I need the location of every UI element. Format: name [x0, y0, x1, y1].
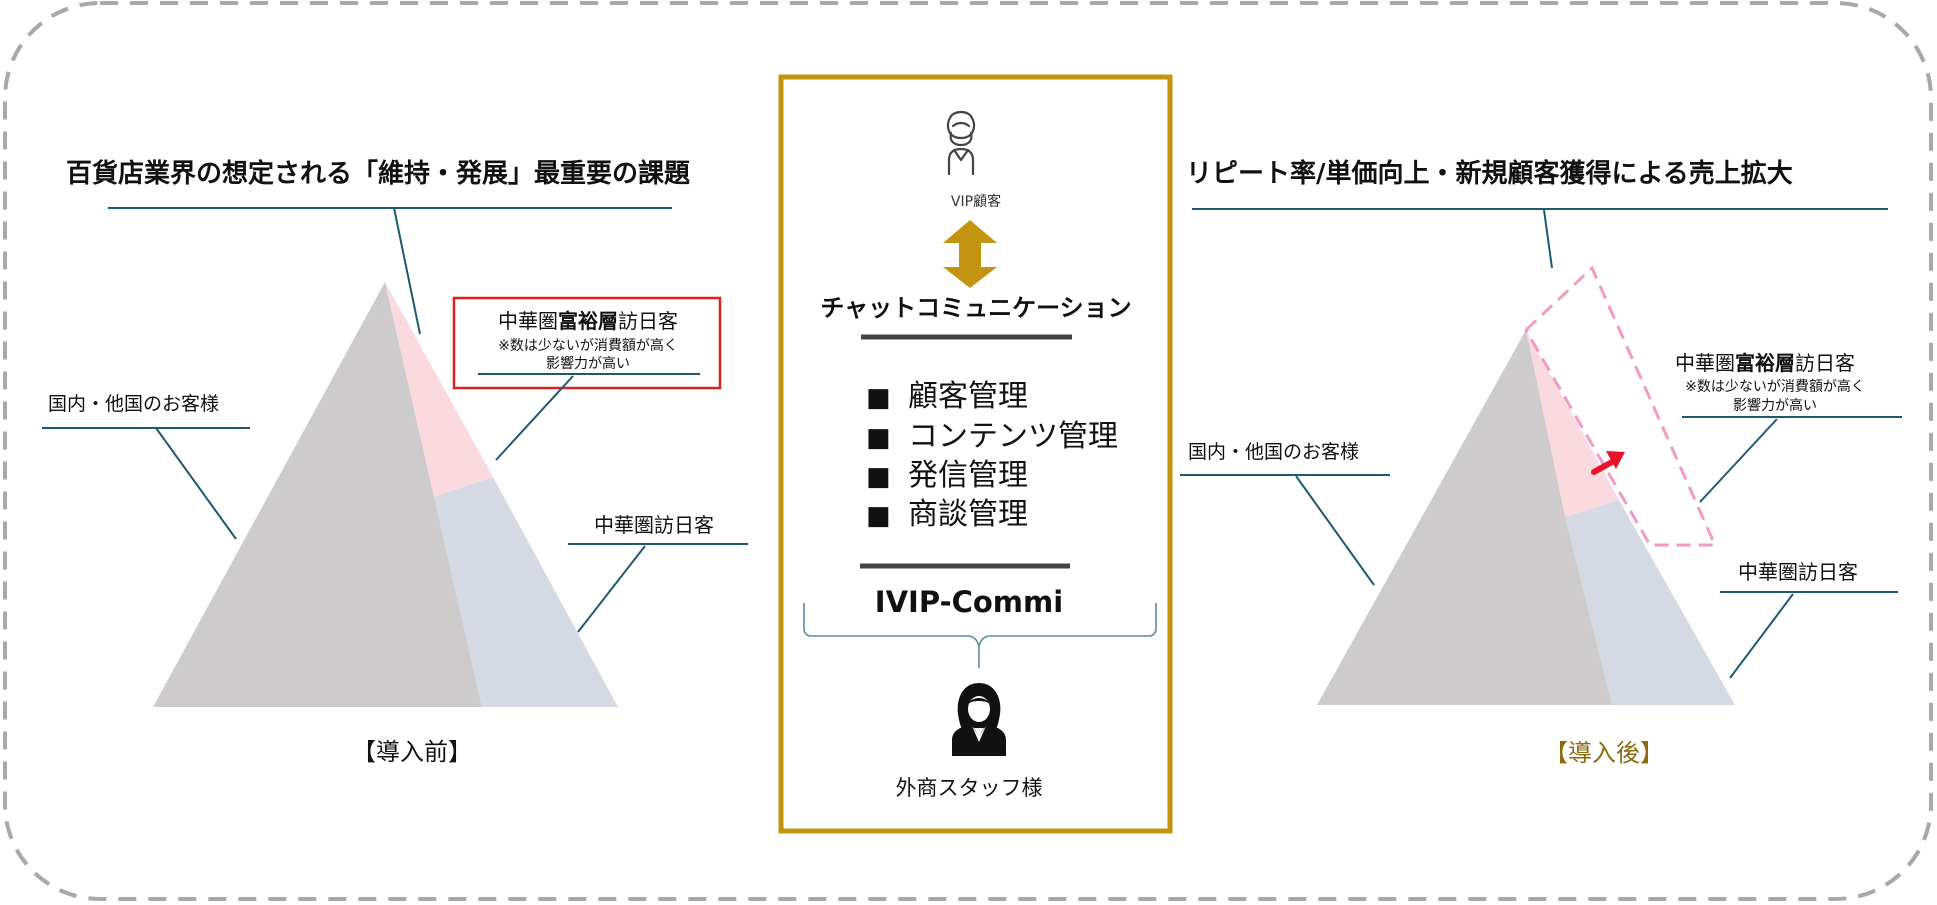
center-panel: VIP顧客 チャットコミュニケーション ■ 顧客管理 ■ コンテンツ管理 ■ 発… — [778, 74, 1173, 834]
left-title: 百貨店業界の想定される「維持・発展」最重要の課題 — [66, 158, 691, 189]
right-caption: 【導入後】 — [1544, 739, 1664, 767]
expansion-dashed-outline — [1524, 265, 1718, 547]
businesswoman-icon — [952, 683, 1006, 756]
vip-label: VIP顧客 — [951, 193, 1001, 210]
feature-bullet: ■ — [866, 462, 891, 492]
right-domestic-leader — [1295, 475, 1375, 586]
right-wealthy-leader — [1699, 418, 1778, 503]
feature-bullet: ■ — [866, 423, 891, 453]
staff-label: 外商スタッフ様 — [896, 776, 1043, 800]
outer-dashed-frame — [3, 1, 1933, 901]
left-domestic-leader — [155, 427, 237, 540]
feature-bullet: ■ — [866, 383, 891, 413]
left-domestic-label: 国内・他国のお客様 — [48, 393, 219, 415]
right-title-leader — [1543, 209, 1553, 269]
right-wealthy-label: 中華圏富裕層訪日客 — [1675, 351, 1855, 375]
left-title-leader — [393, 207, 421, 335]
right-pyramid-visitor — [1565, 500, 1735, 705]
right-visitor-label: 中華圏訪日客 — [1738, 560, 1858, 584]
left-pyramid-wealthy — [385, 282, 493, 497]
woman-outline-icon — [946, 110, 976, 176]
left-wealthy-leader — [495, 375, 574, 461]
left-wealthy-note-1: ※数は少ないが消費額が高く — [498, 337, 678, 354]
right-section: リピート率/単価向上・新規顧客獲得による売上拡大 中華圏富裕層訪日客 ※数は少な… — [1180, 158, 1902, 767]
left-section: 百貨店業界の想定される「維持・発展」最重要の課題 中華圏富裕層訪日客 ※数は少な… — [42, 158, 748, 766]
feature-item: 商談管理 — [908, 497, 1028, 532]
chat-label: チャットコミュニケーション — [820, 294, 1131, 322]
right-wealthy-note-2: 影響力が高い — [1733, 397, 1817, 414]
left-visitor-leader — [577, 545, 646, 633]
right-visitor-leader — [1729, 593, 1794, 679]
right-title: リピート率/単価向上・新規顧客獲得による売上拡大 — [1186, 158, 1793, 189]
right-domestic-label: 国内・他国のお客様 — [1188, 441, 1359, 463]
left-visitor-label: 中華圏訪日客 — [594, 513, 714, 537]
left-caption: 【導入前】 — [352, 738, 472, 766]
growth-arrow-icon — [1591, 451, 1625, 475]
double-arrow-vertical-icon — [943, 220, 997, 288]
feature-list: ■ 顧客管理 ■ コンテンツ管理 ■ 発信管理 ■ 商談管理 — [866, 379, 1118, 532]
left-wealthy-note-2: 影響力が高い — [546, 355, 630, 372]
left-pyramid-domestic — [153, 282, 482, 707]
feature-bullet: ■ — [866, 501, 891, 531]
left-pyramid-visitor — [434, 477, 618, 707]
feature-item: 顧客管理 — [908, 379, 1028, 414]
right-wealthy-note-1: ※数は少ないが消費額が高く — [1685, 378, 1865, 395]
left-wealthy-label: 中華圏富裕層訪日客 — [498, 309, 678, 333]
feature-item: コンテンツ管理 — [908, 419, 1118, 454]
feature-item: 発信管理 — [908, 458, 1028, 493]
left-wealthy-box — [452, 296, 722, 390]
product-name: IVIP-Commi — [875, 585, 1063, 619]
right-pyramid-domestic — [1317, 330, 1612, 705]
